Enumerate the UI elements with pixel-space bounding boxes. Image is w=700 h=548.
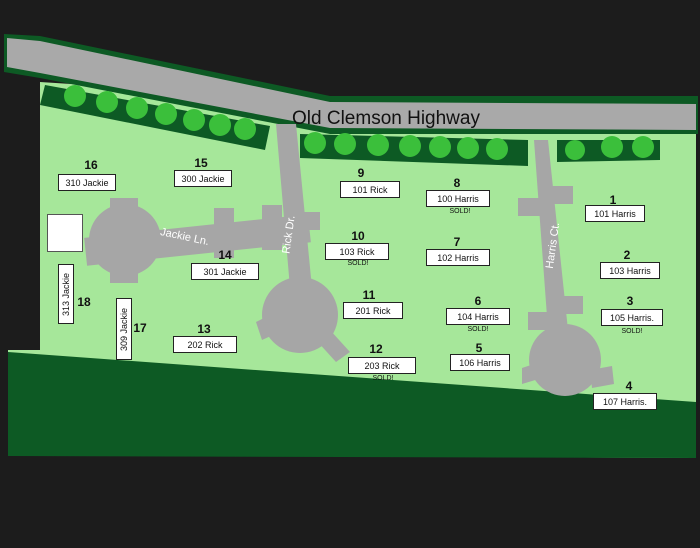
lot-13-label[interactable]: 202 Rick [173, 336, 237, 353]
jackie-lane [84, 198, 311, 283]
highway-name: Old Clemson Highway [292, 108, 480, 129]
rick-drive [256, 124, 350, 362]
lot-18-number: 18 [77, 295, 91, 309]
street-label-rick: Rick Dr. [280, 215, 297, 255]
lot-3-label[interactable]: 105 Harris. [601, 309, 663, 326]
lot-8-number: 8 [453, 176, 461, 190]
lot-11-number: 11 [362, 288, 376, 302]
lot-7-label[interactable]: 102 Harris [426, 249, 490, 266]
lot-8-label[interactable]: 100 Harris [426, 190, 490, 207]
lot-2-label[interactable]: 103 Harris [600, 262, 660, 279]
lot-14-number: 14 [218, 248, 232, 262]
lot-18-label[interactable]: 313 Jackie [58, 264, 74, 324]
lot-6-number: 6 [474, 294, 482, 308]
lot-17-number: 17 [133, 321, 147, 335]
woods-strip [8, 352, 696, 458]
lot-12-sold: SOLD! [372, 375, 394, 382]
lot-16-number: 16 [84, 158, 98, 172]
lot-11-label[interactable]: 201 Rick [343, 302, 403, 319]
lot-6-label[interactable]: 104 Harris [446, 308, 510, 325]
lot-1-number: 1 [609, 193, 617, 207]
lot-3-number: 3 [626, 294, 634, 308]
lot-12-number: 12 [369, 342, 383, 356]
lot-4-number: 4 [625, 379, 633, 393]
lot-15-number: 15 [194, 156, 208, 170]
lot-8-sold: SOLD! [449, 208, 471, 215]
lot-14-label[interactable]: 301 Jackie [191, 263, 259, 280]
lot-1-label[interactable]: 101 Harris [585, 205, 645, 222]
lot-7-number: 7 [453, 235, 461, 249]
lot-2-number: 2 [623, 248, 631, 262]
lot-9-label[interactable]: 101 Rick [340, 181, 400, 198]
lot-17-label[interactable]: 309 Jackie [116, 298, 132, 360]
lot-12-label[interactable]: 203 Rick [348, 357, 416, 374]
highway-road [7, 38, 696, 130]
lot-10-label[interactable]: 103 Rick [325, 243, 389, 260]
lot-9-number: 9 [357, 166, 365, 180]
lot-5-number: 5 [475, 341, 483, 355]
lot-10-sold: SOLD! [347, 260, 369, 267]
lot-3-sold: SOLD! [621, 328, 643, 335]
harris-court [518, 140, 614, 396]
building [47, 214, 83, 252]
lot-15-label[interactable]: 300 Jackie [174, 170, 232, 187]
lot-6-sold: SOLD! [467, 326, 489, 333]
trees [64, 85, 654, 160]
lot-16-label[interactable]: 310 Jackie [58, 174, 116, 191]
lot-4-label[interactable]: 107 Harris. [593, 393, 657, 410]
lot-13-number: 13 [197, 322, 211, 336]
lot-5-label[interactable]: 106 Harris [450, 354, 510, 371]
lot-10-number: 10 [351, 229, 365, 243]
